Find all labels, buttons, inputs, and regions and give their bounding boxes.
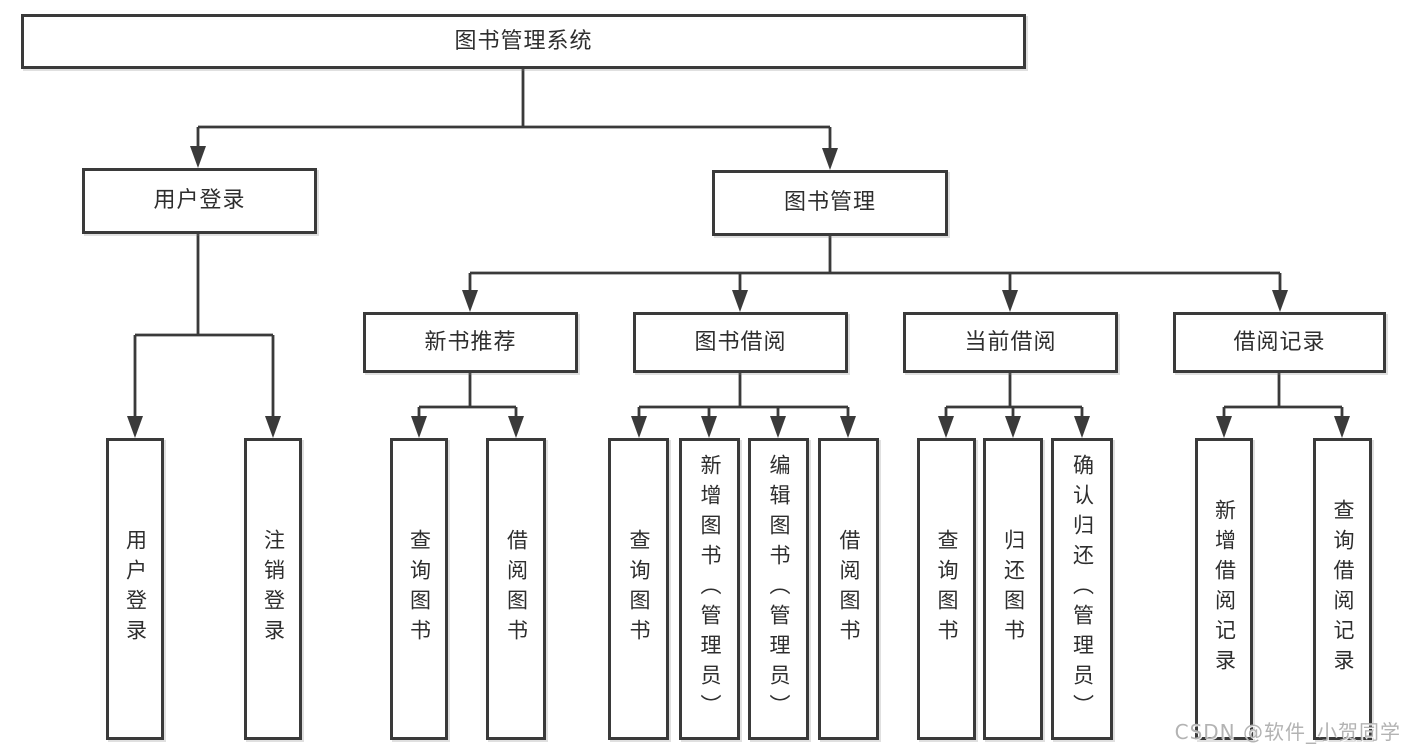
leaf-current-query-label: 查询图书	[935, 529, 959, 649]
arrowhead-down	[938, 416, 954, 438]
leaf-current-confirm-admin-label: 确认归还（管理员）	[1070, 454, 1095, 724]
connector-currentborrow-to-leaves	[938, 373, 1090, 438]
connector-record-to-leaves	[1216, 373, 1350, 438]
node-book-management-label: 图书管理	[783, 190, 876, 215]
leaf-newbook-borrow: 借阅图书	[486, 438, 546, 740]
leaf-current-return: 归还图书	[983, 438, 1043, 740]
leaf-current-query: 查询图书	[917, 438, 976, 740]
arrowhead-down	[1272, 290, 1288, 312]
arrowhead-down	[701, 416, 717, 438]
leaf-record-add-label: 新增借阅记录	[1212, 499, 1237, 679]
arrowhead-down	[462, 290, 478, 312]
arrowhead-down	[411, 416, 427, 438]
leaf-borrow-edit-admin: 编辑图书（管理员）	[748, 438, 809, 740]
arrowhead-down	[190, 146, 206, 168]
leaf-record-add: 新增借阅记录	[1195, 438, 1253, 740]
leaf-borrow-borrow: 借阅图书	[818, 438, 879, 740]
leaf-current-confirm-admin: 确认归还（管理员）	[1051, 438, 1113, 740]
csdn-watermark: CSDN @软件_小贺同学	[1174, 720, 1401, 744]
leaf-borrow-query-label: 查询图书	[627, 529, 651, 649]
node-book-borrow: 图书借阅	[633, 312, 848, 373]
node-user-login-label: 用户登录	[153, 188, 246, 213]
leaf-borrow-add-admin: 新增图书（管理员）	[679, 438, 740, 740]
leaf-newbook-query-label: 查询图书	[407, 529, 432, 649]
arrowhead-down	[770, 416, 786, 438]
node-root-label: 图书管理系统	[454, 28, 593, 54]
leaf-record-query: 查询借阅记录	[1313, 438, 1372, 740]
leaf-user-login: 用户登录	[106, 438, 164, 740]
leaf-newbook-query: 查询图书	[390, 438, 448, 740]
leaf-current-return-label: 归还图书	[1001, 529, 1026, 649]
connector-bookborrow-to-leaves	[631, 373, 856, 438]
connector-bookmgmt-to-level3	[462, 236, 1288, 312]
arrowhead-down	[1005, 416, 1021, 438]
leaf-borrow-edit-admin-label: 编辑图书（管理员）	[767, 454, 791, 724]
node-user-login: 用户登录	[82, 168, 317, 234]
arrowhead-down	[265, 416, 281, 438]
node-borrow-record-label: 借阅记录	[1233, 329, 1326, 355]
arrowhead-down	[1074, 416, 1090, 438]
connector-newbook-to-leaves	[411, 373, 524, 438]
node-borrow-record: 借阅记录	[1173, 312, 1386, 373]
leaf-borrow-add-admin-label: 新增图书（管理员）	[698, 454, 722, 724]
node-current-borrow: 当前借阅	[903, 312, 1118, 373]
arrowhead-down	[631, 416, 647, 438]
leaf-newbook-borrow-label: 借阅图书	[504, 529, 529, 649]
leaf-user-logout: 注销登录	[244, 438, 302, 740]
arrowhead-down	[1216, 416, 1232, 438]
leaf-user-login-label: 用户登录	[123, 529, 148, 649]
node-book-borrow-label: 图书借阅	[694, 329, 787, 355]
node-root: 图书管理系统	[21, 14, 1026, 69]
arrowhead-down	[508, 416, 524, 438]
arrowhead-down	[822, 148, 838, 170]
leaf-record-query-label: 查询借阅记录	[1331, 499, 1355, 679]
node-new-book-recommend: 新书推荐	[363, 312, 578, 373]
leaf-borrow-query: 查询图书	[608, 438, 669, 740]
arrowhead-down	[840, 416, 856, 438]
node-current-borrow-label: 当前借阅	[964, 329, 1057, 355]
node-new-book-recommend-label: 新书推荐	[424, 329, 517, 355]
node-book-management: 图书管理	[712, 170, 948, 236]
arrowhead-down	[1002, 290, 1018, 312]
connector-root-to-level2	[190, 69, 838, 170]
arrowhead-down	[127, 416, 143, 438]
arrowhead-down	[1334, 416, 1350, 438]
connector-userlogin-to-leaves	[127, 234, 281, 438]
arrowhead-down	[732, 290, 748, 312]
leaf-borrow-borrow-label: 借阅图书	[837, 529, 861, 649]
leaf-user-logout-label: 注销登录	[261, 529, 286, 649]
